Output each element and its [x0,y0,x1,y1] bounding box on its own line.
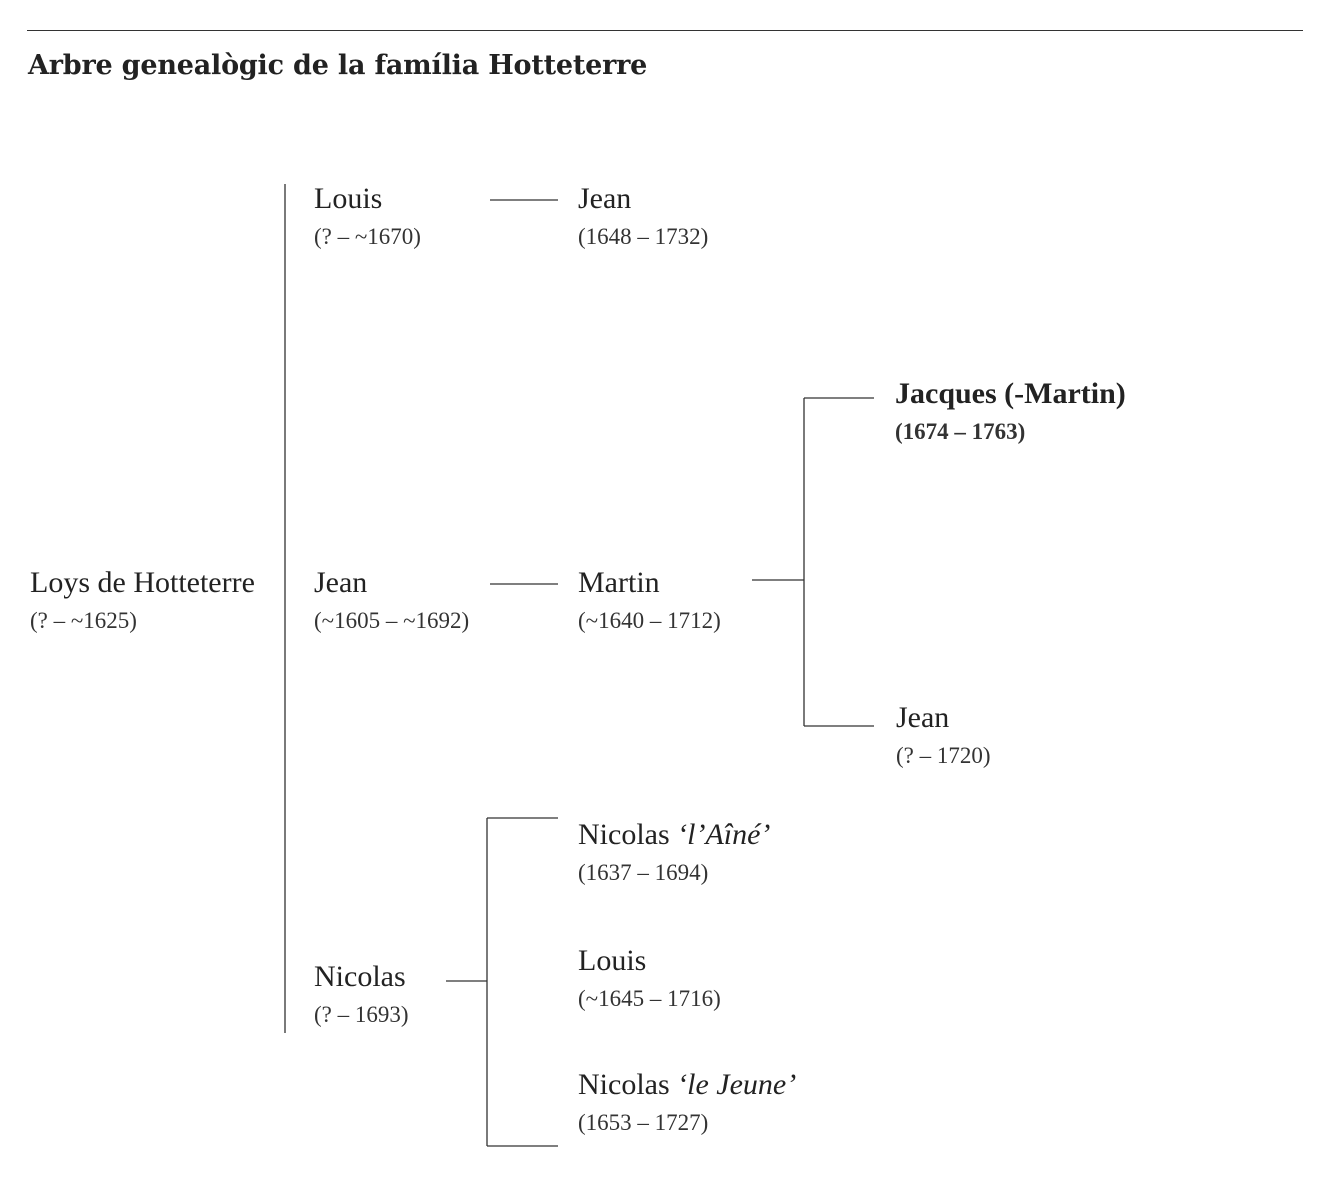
person-epithet: ‘l’Aîné’ [677,818,771,851]
person-dates: (~1605 – ~1692) [314,608,470,633]
person-dates: (? – ~1670) [314,224,421,249]
person-dates: (~1640 – 1712) [578,608,721,633]
person-name: Louis [578,944,647,977]
person-jacques-martin: Jacques (-Martin) (1674 – 1763) [895,377,1126,445]
person-name: Nicolas ‘l’Aîné’ [578,818,770,852]
person-louis-1645: Louis (~1645 – 1716) [578,944,721,1012]
person-dates: (1648 – 1732) [578,224,709,249]
person-louis: Louis (? – ~1670) [314,182,421,250]
person-name: Nicolas [314,960,406,993]
person-dates: (1674 – 1763) [895,419,1026,444]
person-epithet: ‘le Jeune’ [677,1068,797,1101]
person-dates: (? – 1693) [314,1002,409,1027]
person-dates: (? – ~1625) [30,608,137,633]
person-martin: Martin (~1640 – 1712) [578,566,721,634]
page-title: Arbre genealògic de la família Hotteterr… [28,50,648,81]
person-name: Louis [314,182,383,215]
top-rule [27,30,1303,31]
person-nicolas-laine: Nicolas ‘l’Aîné’ (1637 – 1694) [578,818,770,886]
person-dates: (1653 – 1727) [578,1110,709,1135]
person-dates: (? – 1720) [896,743,991,768]
person-name: Nicolas ‘le Jeune’ [578,1068,796,1102]
person-name: Loys de Hotteterre [30,566,255,599]
person-given-name: Nicolas [578,1068,670,1101]
person-given-name: Nicolas [578,818,670,851]
person-jean-1648: Jean (1648 – 1732) [578,182,708,250]
person-nicolas: Nicolas (? – 1693) [314,960,409,1028]
person-dates: (1637 – 1694) [578,860,709,885]
person-nicolas-le-jeune: Nicolas ‘le Jeune’ (1653 – 1727) [578,1068,796,1136]
person-jean-1720: Jean (? – 1720) [896,701,991,769]
person-name: Martin [578,566,660,599]
person-loys-de-hotteterre: Loys de Hotteterre (? – ~1625) [30,566,255,634]
person-name: Jean [896,701,950,734]
person-name: Jean [578,182,632,215]
person-dates: (~1645 – 1716) [578,986,721,1011]
person-name: Jean [314,566,368,599]
person-jean: Jean (~1605 – ~1692) [314,566,469,634]
person-name: Jacques (-Martin) [895,377,1126,410]
